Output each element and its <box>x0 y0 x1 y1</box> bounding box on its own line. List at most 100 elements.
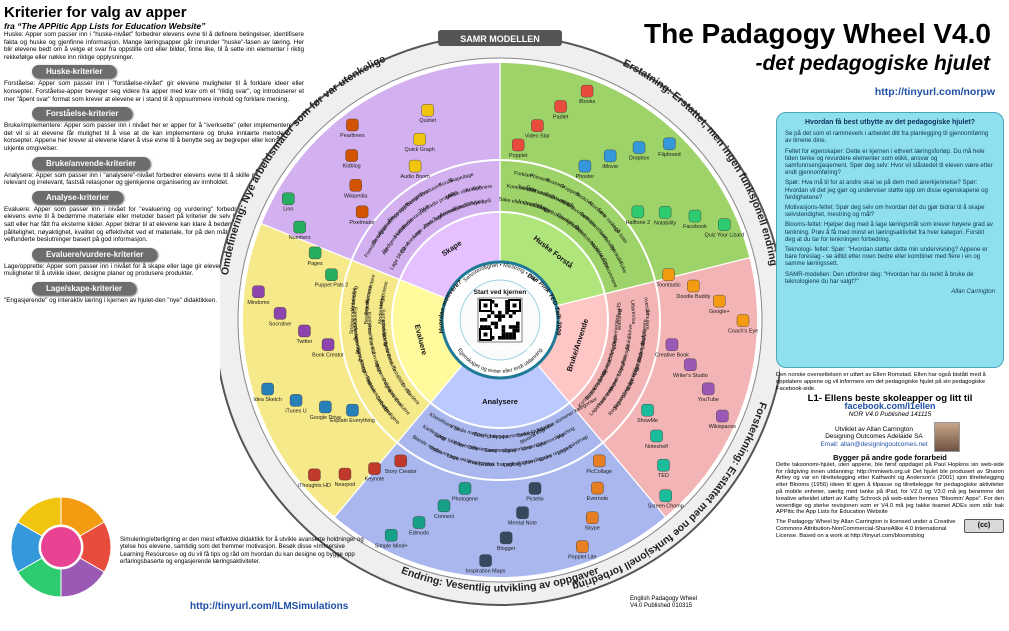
app-icon[interactable]: iThoughts HD <box>298 468 331 489</box>
samr-tab <box>438 30 562 46</box>
app-icon[interactable]: Photogene <box>452 482 478 502</box>
simulations-link[interactable]: http://tinyurl.com/ILMSimulations <box>190 601 349 612</box>
app-name: PicCollage <box>586 469 612 475</box>
app-icon[interactable]: Edmodo <box>409 516 429 537</box>
app-icon[interactable]: Mental Note <box>508 506 537 527</box>
app-icon[interactable]: Pictello <box>526 482 544 502</box>
criteria-pill: Huske-kriterier <box>32 65 117 79</box>
facebook-link[interactable]: facebook.com/l1ellen <box>844 400 936 411</box>
app-name: Wikipedia <box>344 193 367 199</box>
bloom-verb: Implementere <box>612 314 621 346</box>
logo-segment <box>17 496 62 537</box>
app-icon[interactable]: Keynote <box>365 462 385 483</box>
bloom-verb: Nye spill <box>471 198 491 207</box>
app-icon[interactable]: Pearltrees <box>340 118 365 139</box>
app-icon[interactable]: Padlet <box>553 100 569 121</box>
bloom-verb: Samarbeide <box>380 309 387 337</box>
app-name: Phoster <box>576 174 595 180</box>
bloom-verb: Skulpturere <box>640 319 648 346</box>
app-icon[interactable]: Facebook <box>683 209 707 230</box>
app-name: Lino <box>283 207 293 213</box>
norpw-link[interactable]: http://tinyurl.com/norpw <box>874 86 995 98</box>
app-icon[interactable]: PicCollage <box>586 454 612 475</box>
app-icon[interactable]: Numbers <box>289 220 311 241</box>
app-icon[interactable]: Audio Boom <box>400 159 430 180</box>
app-icon[interactable]: Book Creator <box>312 338 344 359</box>
app-name: Simple Mind+ <box>375 543 408 549</box>
criteria-text: "Engasjerende" og interaktiv læring i kj… <box>4 296 218 304</box>
bloom-verb: Teste <box>390 365 401 379</box>
app-icon[interactable]: Blogger <box>497 531 516 552</box>
l1-tagline: L1- Ellens beste skoleapper og litt til <box>807 393 973 405</box>
qr-code[interactable] <box>477 297 523 343</box>
app-name: Coach's Eye <box>728 329 758 335</box>
app-name: Audio Boom <box>400 174 430 180</box>
app-icon[interactable]: Flipboard <box>658 137 681 158</box>
bloom-verb: Bestemme <box>363 299 371 324</box>
app-icon[interactable]: Phoster <box>576 159 595 180</box>
app-icon[interactable]: Quizlet <box>419 104 437 124</box>
app-icon[interactable]: Doodle Buddy <box>676 279 711 300</box>
app-icon[interactable]: Story Creator <box>385 454 417 475</box>
app-icon[interactable]: Creative Book <box>655 338 689 359</box>
email-link[interactable]: Email: allan@designingoutcomes.net <box>820 440 928 448</box>
app-name: Inspiration Maps <box>466 569 506 575</box>
app-icon[interactable]: iTunes U <box>285 394 307 414</box>
app-icon[interactable]: Inspiration Maps <box>466 554 506 575</box>
app-icon[interactable]: Evernote <box>587 481 609 502</box>
bloom-verb: Grafisk framstilling <box>479 462 522 468</box>
app-icon[interactable]: Connect <box>434 499 455 520</box>
app-icon[interactable]: Popplet Lite <box>568 540 597 561</box>
bloom-verb: Lage diagram <box>503 459 535 469</box>
app-icon[interactable]: ShowMe <box>637 404 658 424</box>
app-icon[interactable]: Socrative <box>269 307 291 327</box>
app-icon[interactable]: Dropbox <box>629 141 650 162</box>
app-icon[interactable]: Wikispaces <box>709 409 737 430</box>
howto-paragraph: Spør: Hva må til for at andre skal se på… <box>785 179 988 201</box>
nor-published: NOR V4.0 Published 141115 <box>848 410 932 418</box>
app-icon[interactable]: Popplet <box>509 138 528 159</box>
app-name: Pages <box>307 261 323 267</box>
app-icon[interactable]: Mindomo <box>247 285 270 306</box>
bloom-verb: Intervjue <box>490 434 510 440</box>
app-name: iMovie <box>602 164 618 170</box>
app-icon[interactable]: Halftone 2 <box>626 205 651 226</box>
app-icon[interactable]: Screen Chomp <box>648 489 684 510</box>
app-icon[interactable]: Nearpod <box>335 467 356 488</box>
app-icon[interactable]: Explain Everything <box>330 404 375 424</box>
app-icon[interactable]: Pages <box>307 246 323 267</box>
band-divider <box>339 159 661 481</box>
app-name: Book Creator <box>312 353 344 359</box>
app-icon[interactable]: Google Drive <box>310 400 341 421</box>
app-icon[interactable]: Pixelmator <box>349 205 375 226</box>
app-icon[interactable]: iBooks <box>579 84 595 105</box>
app-icon[interactable]: Kidblog <box>343 149 361 170</box>
app-icon[interactable]: Skype <box>585 511 600 532</box>
app-icon[interactable]: Noteshelf <box>645 429 668 450</box>
app-icon[interactable]: TED <box>657 459 670 479</box>
app-icon[interactable]: Idea Sketch <box>253 382 282 403</box>
app-icon[interactable]: Quiz Your Lizard <box>705 218 745 239</box>
app-icon[interactable]: Coach's Eye <box>728 314 758 335</box>
app-icon[interactable]: Twitter <box>296 324 313 345</box>
app-name: Popplet Lite <box>568 555 596 561</box>
band-divider <box>241 61 759 579</box>
app-icon[interactable]: Video Star <box>525 119 550 140</box>
app-icon[interactable]: Wikipedia <box>344 179 367 199</box>
app-icon[interactable]: Puppet Pals 2 <box>315 268 349 289</box>
bloom-verb: Skrive dagbok <box>637 329 649 363</box>
app-icon[interactable]: iMovie <box>602 149 618 170</box>
app-icon[interactable]: Writer's Studio <box>673 358 708 379</box>
app-name: Notability <box>654 220 676 226</box>
app-icon[interactable]: Notability <box>654 206 677 226</box>
app-name: Nearpod <box>335 482 356 488</box>
license-text: The Padagogy Wheel by Allan Carrington i… <box>776 519 956 539</box>
app-icon[interactable]: Quick Graph <box>405 133 435 153</box>
app-icon[interactable]: YouTube <box>698 382 719 403</box>
app-icon[interactable]: Simple Mind+ <box>375 529 408 549</box>
bloom-verb: etterligning <box>352 336 363 362</box>
criteria-pill: Forståelse-kriterier <box>32 107 133 121</box>
app-icon[interactable]: Toontastic <box>656 268 681 289</box>
app-icon[interactable]: Google+ <box>709 294 730 315</box>
app-icon[interactable]: Lino <box>282 192 295 213</box>
